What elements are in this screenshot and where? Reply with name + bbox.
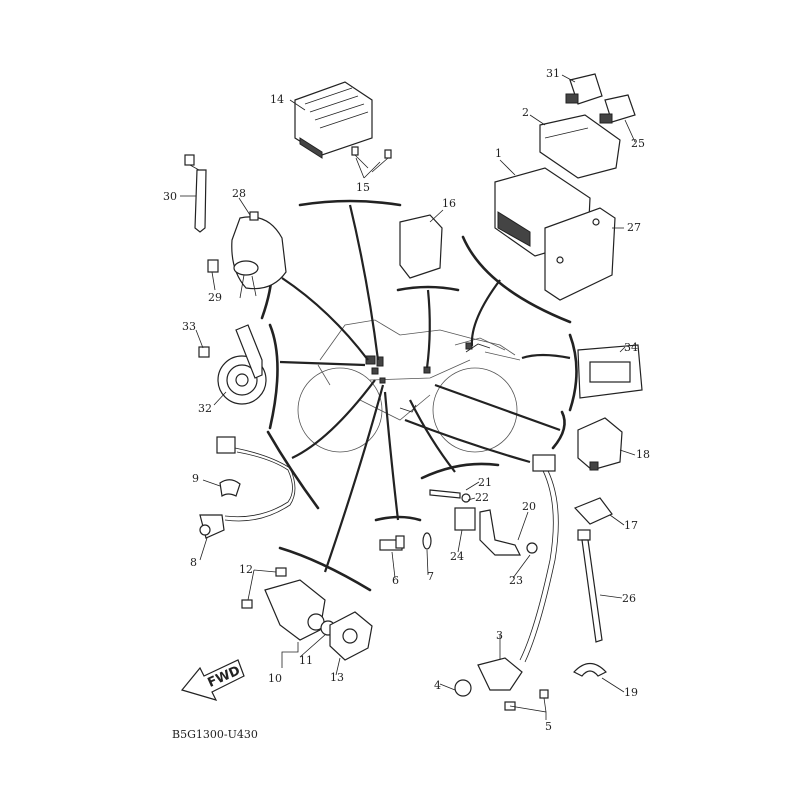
callout-22: 22 — [475, 491, 489, 504]
callout-2: 2 — [522, 106, 529, 119]
part-23-nut — [526, 542, 538, 554]
callout-29: 29 — [208, 291, 222, 304]
callout-31: 31 — [546, 67, 560, 80]
part-19-grommet — [573, 662, 607, 677]
part-7-ring — [422, 532, 432, 550]
callout-24: 24 — [450, 550, 464, 563]
callout-9: 9 — [192, 472, 199, 485]
callout-32: 32 — [198, 402, 212, 415]
part-22-washer — [461, 493, 471, 503]
part-17-clip — [573, 497, 613, 525]
part-30-tie — [184, 154, 207, 233]
part-9-clamp — [219, 479, 241, 498]
part-34-panel — [577, 344, 643, 399]
part-2-ecu — [539, 114, 621, 179]
part-33-bolt — [198, 346, 210, 358]
callout-15: 15 — [356, 181, 370, 194]
part-5-bolts — [504, 689, 549, 711]
part-32-horn — [217, 324, 267, 405]
part-26-cable-tie — [577, 529, 603, 643]
callout-7: 7 — [427, 570, 434, 583]
callout-10: 10 — [268, 672, 282, 685]
part-21-bolt — [429, 489, 461, 499]
callout-12: 12 — [239, 563, 253, 576]
part-31-connector — [565, 73, 603, 105]
callout-20: 20 — [522, 500, 536, 513]
callout-14: 14 — [270, 93, 284, 106]
callout-5: 5 — [545, 720, 552, 733]
callout-1: 1 — [495, 147, 502, 160]
callout-34: 34 — [624, 341, 638, 354]
part-6-switch — [379, 535, 405, 551]
part-16-relay — [399, 214, 443, 279]
callout-33: 33 — [182, 320, 196, 333]
callout-27: 27 — [627, 221, 641, 234]
part-14-regulator — [294, 81, 373, 159]
callout-13: 13 — [330, 671, 344, 684]
callout-25: 25 — [631, 137, 645, 150]
part-18-relay — [577, 417, 623, 471]
part-27-cover — [544, 207, 616, 301]
bracket-arcs — [260, 199, 578, 592]
callout-19: 19 — [624, 686, 638, 699]
callout-17: 17 — [624, 519, 638, 532]
callout-30: 30 — [163, 190, 177, 203]
part-28-cover — [231, 211, 287, 299]
callout-8: 8 — [190, 556, 197, 569]
callout-16: 16 — [442, 197, 456, 210]
part-3-sensor — [477, 454, 559, 691]
callout-labels: 1 2 3 4 5 6 7 8 9 10 11 12 13 14 15 16 1… — [163, 67, 650, 733]
callout-28: 28 — [232, 187, 246, 200]
part-10-idle-valve — [264, 579, 326, 641]
part-20-sensor — [479, 509, 521, 556]
fwd-arrow: FWD — [180, 659, 245, 701]
callout-26: 26 — [622, 592, 636, 605]
center-connectors — [365, 342, 491, 413]
callout-11: 11 — [299, 654, 313, 667]
part-13-gasket — [329, 611, 373, 661]
part-29-bolt — [207, 259, 219, 273]
callout-18: 18 — [636, 448, 650, 461]
callout-4: 4 — [434, 679, 441, 692]
part-8-sensor — [199, 436, 296, 539]
leader-lines — [180, 74, 636, 720]
spokes — [279, 204, 571, 573]
motorcycle-outline — [297, 319, 521, 453]
callout-6: 6 — [392, 574, 399, 587]
part-25-connector — [599, 94, 636, 124]
callout-23: 23 — [509, 574, 523, 587]
callout-3: 3 — [496, 629, 503, 642]
diagram-code: B5G1300-U430 — [172, 728, 258, 741]
part-4-o-ring — [454, 679, 472, 697]
callout-21: 21 — [478, 476, 492, 489]
part-15-bolts — [351, 146, 392, 173]
part-24-bracket — [454, 507, 476, 531]
